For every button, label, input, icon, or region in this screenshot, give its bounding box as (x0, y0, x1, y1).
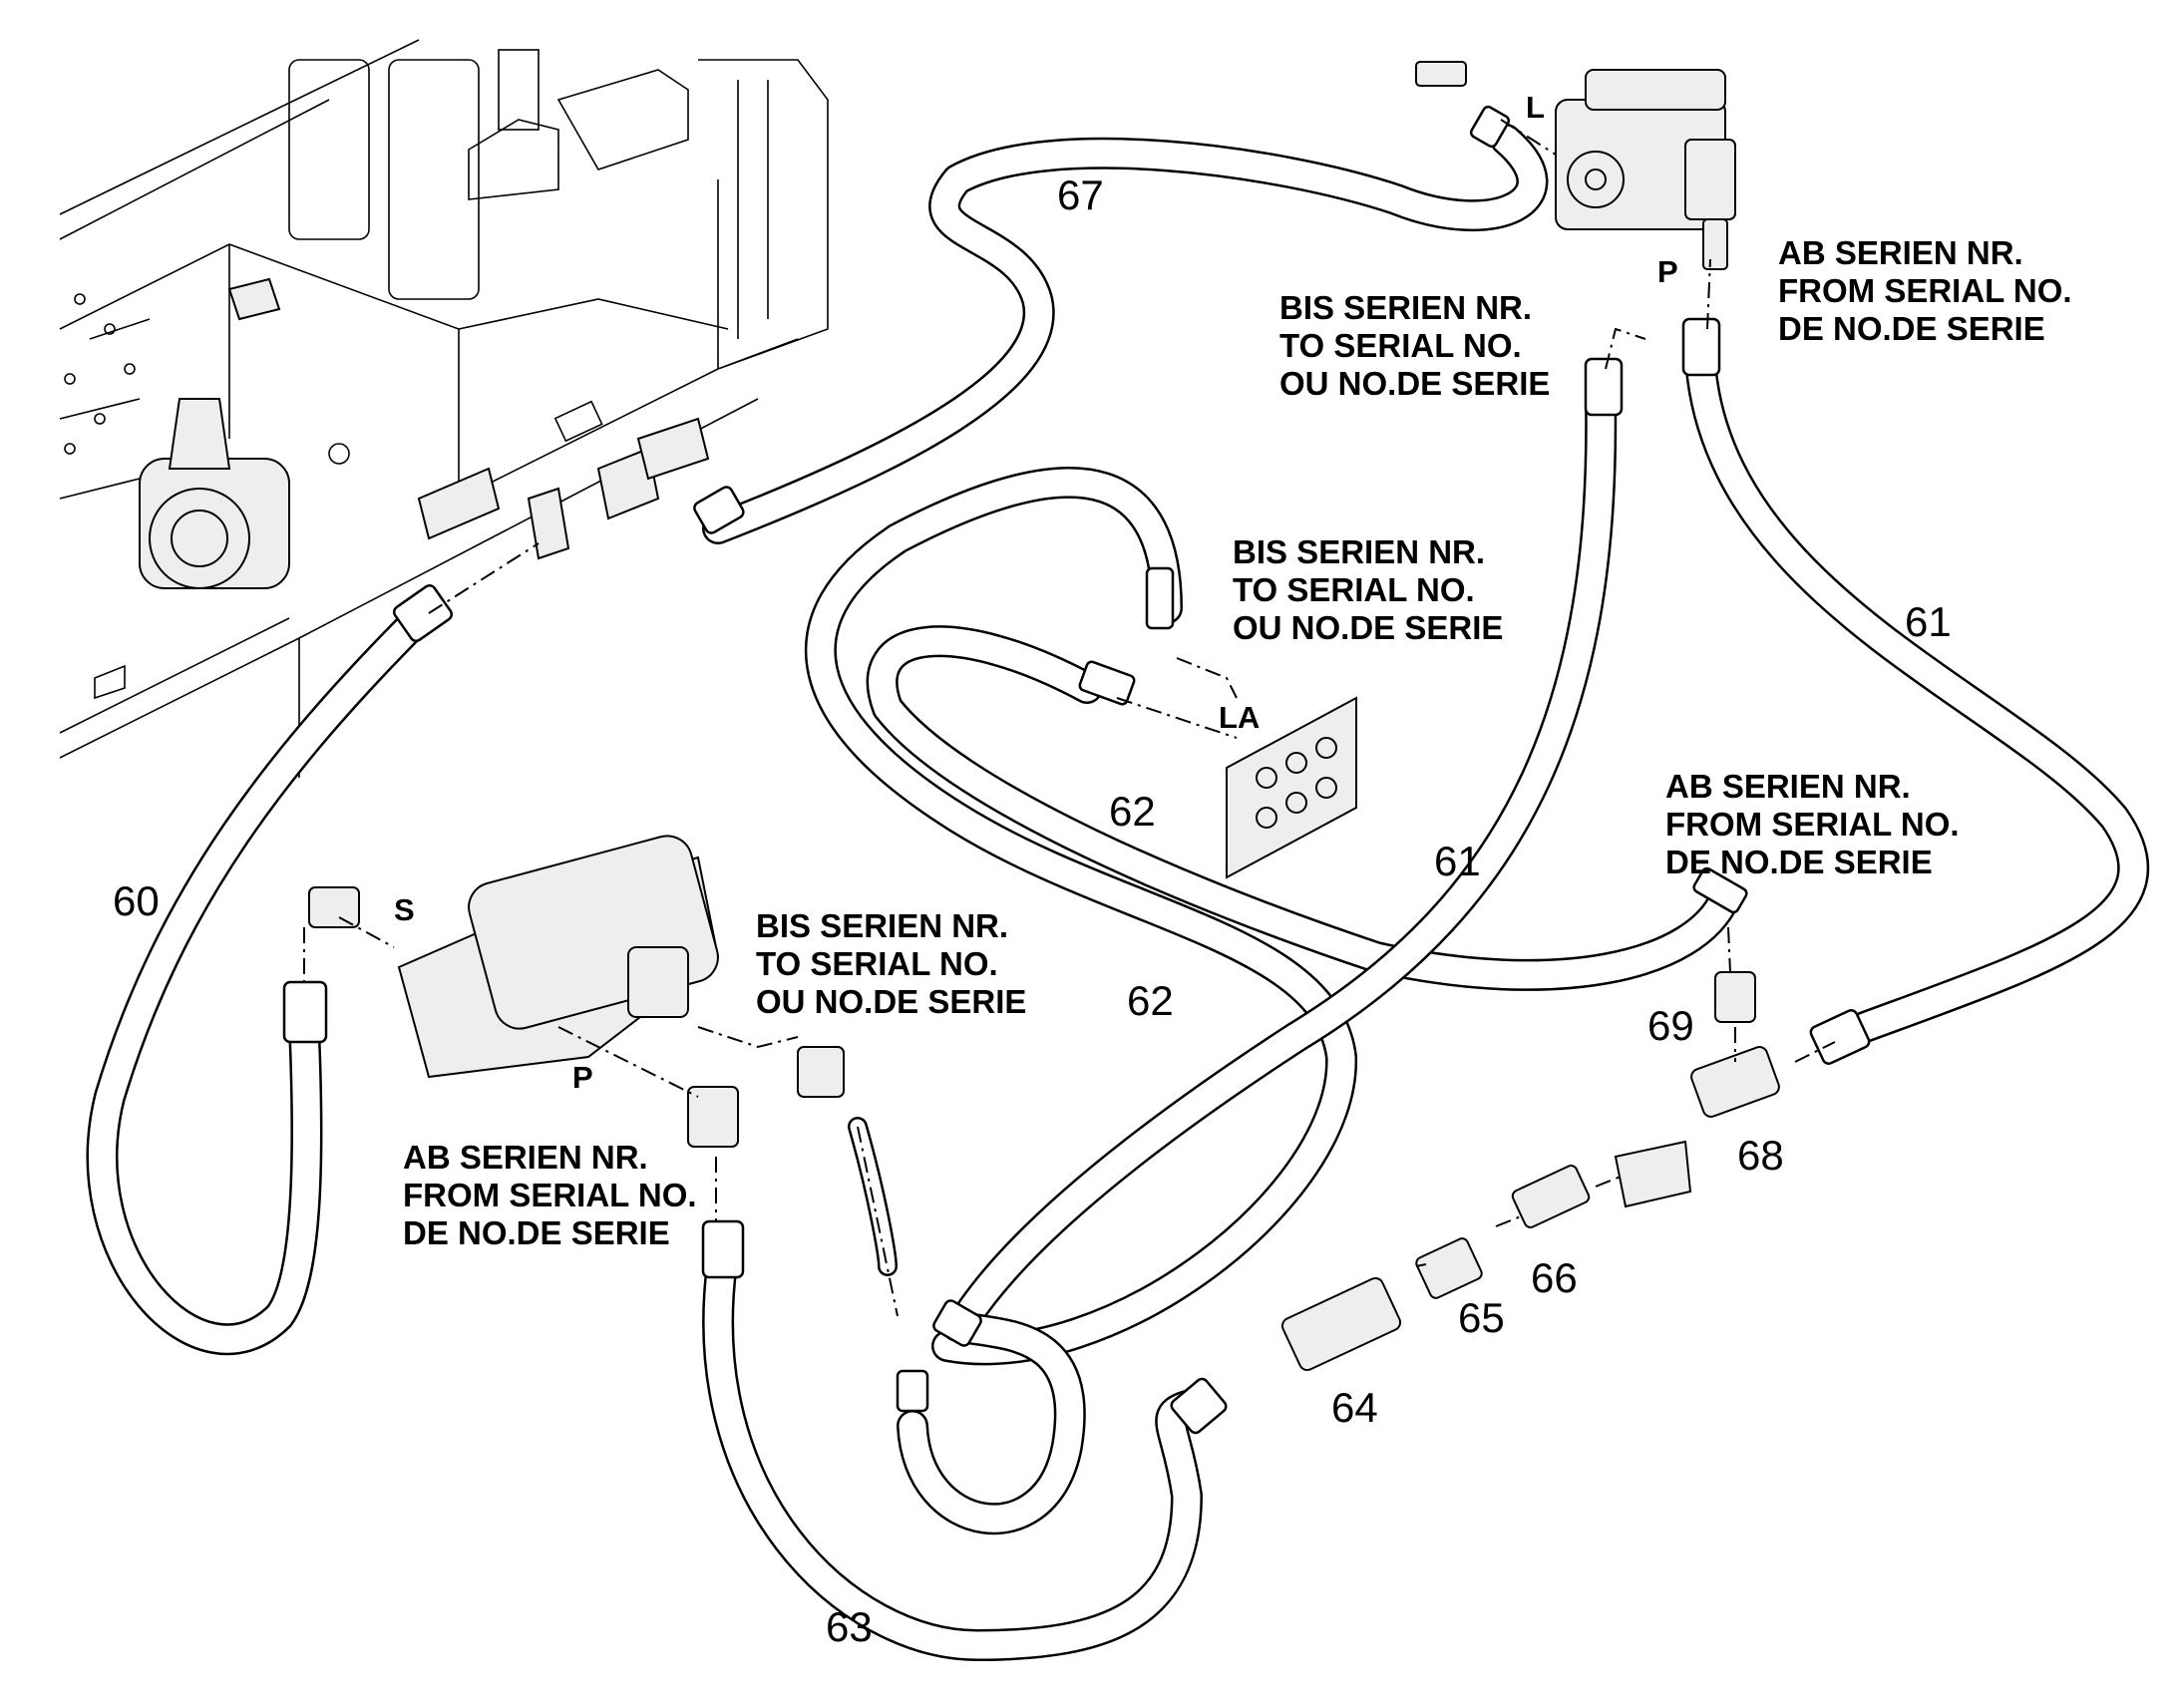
part-number-67: 67 (1057, 171, 1104, 218)
fittings-64-69 (1280, 971, 1780, 1371)
part-number-65: 65 (1458, 1294, 1505, 1341)
part-number-69: 69 (1647, 1002, 1694, 1049)
leader-lines (303, 119, 1836, 1317)
part-number-68: 68 (1737, 1132, 1784, 1179)
part-number-61-right: 61 (1905, 598, 1952, 645)
part-number-63: 63 (826, 1603, 873, 1650)
hose-63 (702, 1240, 1203, 1661)
port-label-l: L (1526, 90, 1545, 125)
pump-lower (308, 835, 845, 1148)
hose-62-inner (866, 625, 1741, 991)
part-number-62-upper: 62 (1109, 788, 1156, 835)
part-number-64: 64 (1331, 1384, 1378, 1431)
serial-note-ab-top: AB SERIEN NR. FROM SERIAL NO. DE NO.DE S… (1778, 234, 2072, 347)
hose-67 (702, 124, 1549, 544)
hose-62-outer (804, 466, 1358, 1366)
hose-pump-line (848, 1117, 898, 1276)
machine-frame (59, 39, 829, 778)
serial-note-bis-top: BIS SERIEN NR. TO SERIAL NO. OU NO.DE SE… (1279, 289, 1551, 402)
hose-61-right (1684, 343, 2150, 1043)
port-label-s: S (394, 892, 415, 927)
hose-loop-lower (897, 1310, 1086, 1536)
port-label-p-pump: P (572, 1060, 593, 1095)
motor-upper (1415, 61, 1736, 270)
serial-note-ab-pump: AB SERIEN NR. FROM SERIAL NO. DE NO.DE S… (403, 1139, 697, 1251)
port-label-p-top: P (1657, 254, 1678, 289)
hose-fittings (282, 105, 1871, 1435)
serial-note-ab-right: AB SERIEN NR. FROM SERIAL NO. DE NO.DE S… (1665, 768, 1960, 880)
hose-61-left (951, 383, 1618, 1332)
port-label-la: LA (1219, 700, 1261, 735)
serial-note-bis-pump: BIS SERIEN NR. TO SERIAL NO. OU NO.DE SE… (756, 907, 1027, 1020)
part-number-66: 66 (1531, 1254, 1578, 1301)
part-number-60: 60 (113, 877, 160, 924)
serial-note-bis-middle: BIS SERIEN NR. TO SERIAL NO. OU NO.DE SE… (1233, 533, 1504, 646)
valve-block (1226, 696, 1357, 879)
part-number-62-lower: 62 (1127, 977, 1174, 1024)
hose-60 (86, 597, 440, 1356)
part-number-61-left: 61 (1434, 838, 1481, 884)
